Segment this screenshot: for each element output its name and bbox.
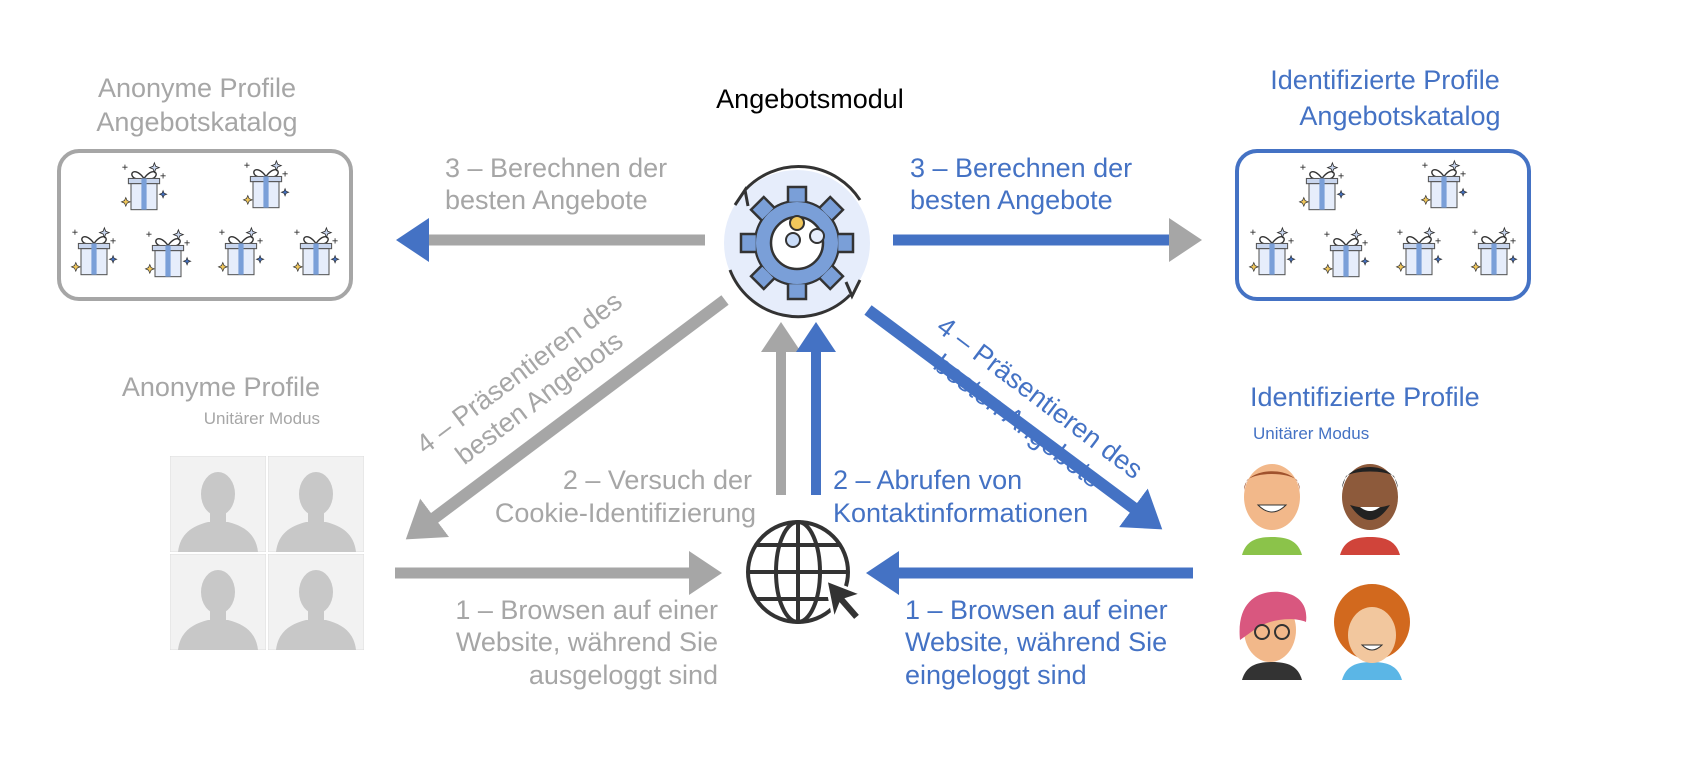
- anon-step3-line1: 3 – Berechnen der: [445, 153, 667, 183]
- anon-step2-line1: 2 – Versuch der: [563, 465, 752, 495]
- anonymous-profiles-subtitle: Unitärer Modus: [204, 409, 320, 428]
- identified-offer-catalog: [1235, 149, 1531, 301]
- ident-step1-line2: Website, während Sie: [905, 627, 1167, 657]
- offer-engine-title: Angebotsmodul: [716, 84, 904, 114]
- identified-catalog-title-line1: Identifizierte Profile: [1270, 65, 1500, 95]
- ident-step2-line1: 2 – Abrufen von: [833, 465, 1022, 495]
- anon-step1-line3: ausgeloggt sind: [529, 660, 718, 690]
- person-silhouette-icon: [268, 456, 364, 552]
- identified-profiles-subtitle: Unitärer Modus: [1253, 424, 1369, 443]
- anon-step2-line2: Cookie-Identifizierung: [495, 498, 756, 528]
- ident-step3-line2: besten Angebote: [910, 185, 1113, 215]
- ident-step2-line2: Kontaktinformationen: [833, 498, 1088, 528]
- ident-step3-line1: 3 – Berechnen der: [910, 153, 1132, 183]
- ident-step1-line1: 1 – Browsen auf einer: [905, 595, 1168, 625]
- anonymous-profile-grid: [170, 456, 364, 650]
- avatar-icon: [1334, 584, 1410, 680]
- anonymous-offer-catalog: [57, 149, 353, 301]
- anon-step1-line1: 1 – Browsen auf einer: [455, 595, 718, 625]
- avatar-icon: [1340, 464, 1400, 555]
- anonymous-catalog-title-line1: Anonyme Profile: [98, 73, 296, 103]
- gear-icon: [724, 165, 870, 319]
- anonymous-profiles-title: Anonyme Profile: [122, 372, 320, 402]
- anon-step3-line2: besten Angebote: [445, 185, 648, 215]
- cursor-icon: [823, 577, 867, 626]
- identified-profiles-title: Identifizierte Profile: [1250, 382, 1480, 412]
- person-silhouette-icon: [268, 554, 364, 650]
- anonymous-catalog-title-line2: Angebotskatalog: [96, 107, 297, 137]
- ident-step1-line3: eingeloggt sind: [905, 660, 1087, 690]
- ident-step4-arrow: [864, 305, 1163, 530]
- anon-step1-line2: Website, während Sie: [456, 627, 718, 657]
- person-silhouette-icon: [170, 554, 266, 650]
- globe-icon: [746, 520, 850, 624]
- anon-step4-arrow: [405, 295, 729, 540]
- avatar-icon: [1242, 464, 1302, 555]
- person-silhouette-icon: [170, 456, 266, 552]
- identified-catalog-title-line2: Angebotskatalog: [1299, 101, 1500, 131]
- avatar-icon: [1239, 591, 1307, 680]
